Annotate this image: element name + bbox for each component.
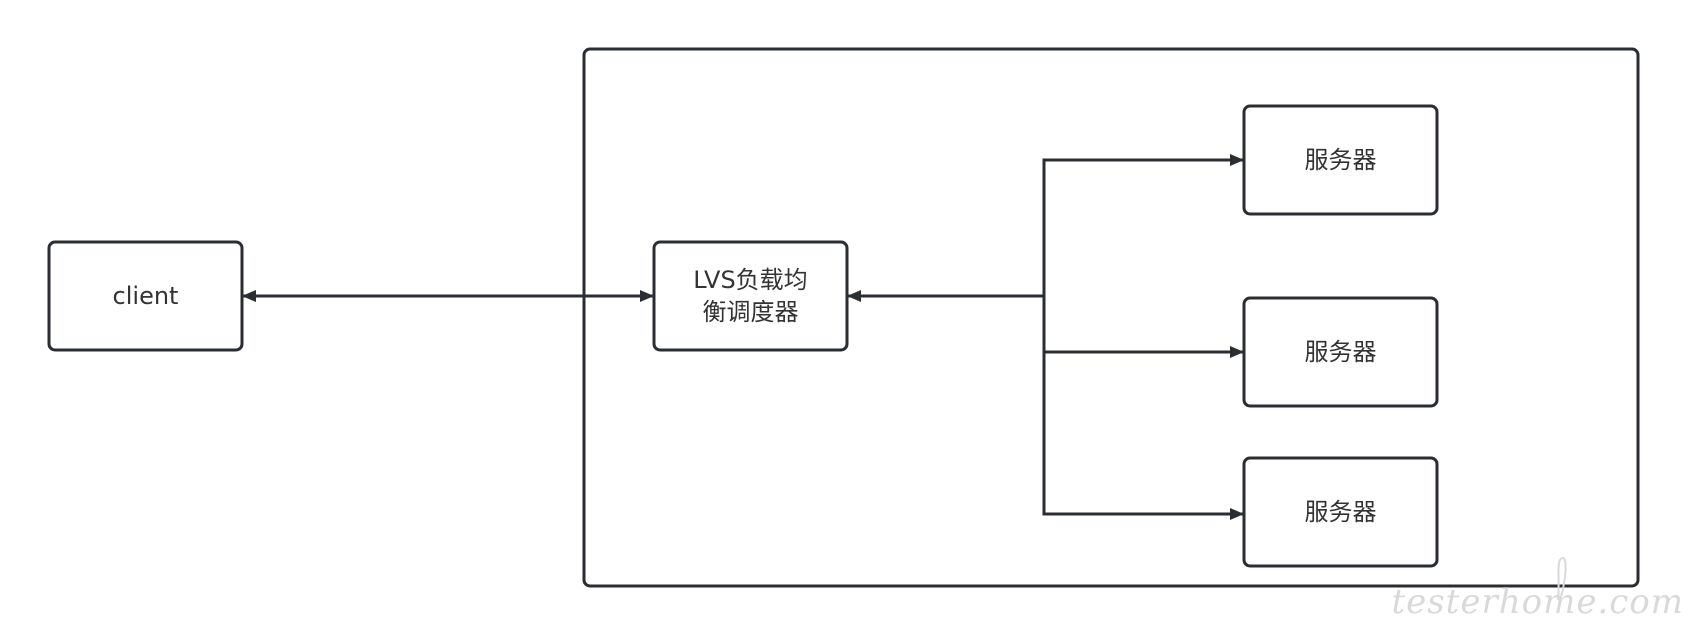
server-node-2: 服务器 xyxy=(1242,296,1439,408)
server-cluster-container xyxy=(582,47,1640,588)
watermark: testerhome.com xyxy=(1391,557,1684,622)
watermark-flourish xyxy=(1557,557,1567,601)
server-label-2: 服务器 xyxy=(1305,338,1377,366)
server-label-3: 服务器 xyxy=(1305,498,1377,526)
client-label: client xyxy=(113,282,179,310)
client-node: client xyxy=(47,240,244,352)
lvs-label-line1: LVS负载均 xyxy=(693,266,807,294)
watermark-text: testerhome.com xyxy=(1391,582,1684,622)
server-label-1: 服务器 xyxy=(1305,146,1377,174)
lvs-label-line2: 衡调度器 xyxy=(703,298,799,326)
lvs-load-balancer-node: LVS负载均 衡调度器 xyxy=(652,240,849,352)
server-node-3: 服务器 xyxy=(1242,456,1439,568)
server-node-1: 服务器 xyxy=(1242,104,1439,216)
